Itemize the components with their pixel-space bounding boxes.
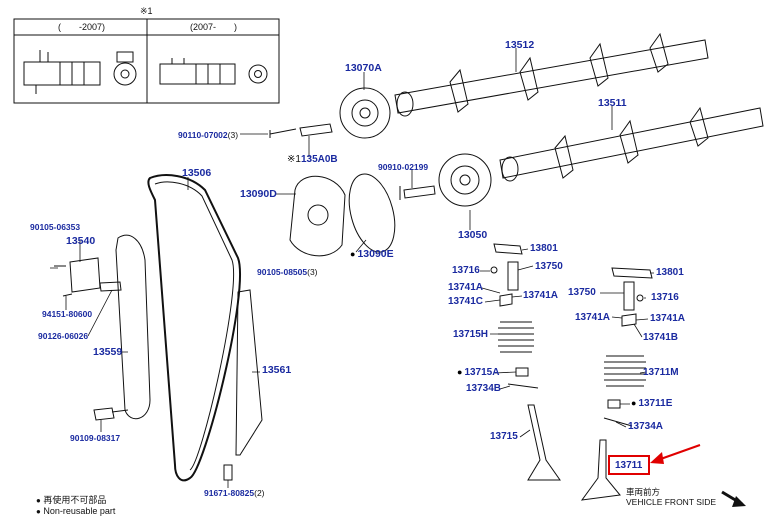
part-13711e[interactable]: 13711E: [631, 399, 672, 409]
direction-en: VEHICLE FRONT SIDE: [626, 497, 717, 507]
part-90126-06026[interactable]: 90126-06026: [38, 331, 89, 341]
part-13750-right[interactable]: 13750: [568, 287, 596, 298]
inset-detail-box: [13, 18, 280, 104]
part-90910-02199[interactable]: 90910-02199: [378, 162, 429, 172]
camshaft-timing-gear-13050-drawing: [438, 153, 492, 207]
part-13540[interactable]: 13540: [66, 235, 96, 247]
part-13715h[interactable]: 13715H: [453, 329, 489, 340]
part-13741a-left-2[interactable]: 13741A: [523, 290, 559, 301]
inset-old-shaft-drawing: [23, 50, 137, 94]
part-13734b[interactable]: 13734B: [466, 383, 502, 394]
part-90105-08505[interactable]: 90105-08505(3): [257, 268, 318, 277]
leader-lines: [50, 48, 654, 488]
valve-train-left-drawing: [490, 243, 561, 481]
part-13716-right[interactable]: 13716: [651, 292, 679, 303]
part-13715[interactable]: 13715: [490, 431, 518, 442]
gasket-13090e-drawing: [348, 173, 396, 253]
legend-jp: ● 再使用不可部品: [36, 495, 107, 505]
part-13741c[interactable]: 13741C: [448, 296, 484, 307]
part-13715a[interactable]: 13715A: [457, 368, 499, 378]
timing-chain-13506-drawing: [147, 174, 241, 482]
part-90105-08505-qty: (3): [307, 267, 318, 277]
chain-damper-13561-drawing: [235, 289, 263, 456]
part-13741a-left-1[interactable]: 13741A: [448, 282, 484, 293]
inset-new-shaft-drawing: [159, 58, 268, 85]
part-135a0b[interactable]: ※1135A0B: [287, 155, 338, 165]
legend-en: ● Non-reusable part: [36, 506, 116, 516]
part-13561[interactable]: 13561: [262, 364, 292, 376]
part-13090e[interactable]: 13090E: [350, 249, 393, 260]
part-13750-left[interactable]: 13750: [535, 261, 563, 272]
part-13559[interactable]: 13559: [93, 346, 123, 358]
part-13070a[interactable]: 13070A: [345, 62, 382, 74]
part-13734a[interactable]: 13734A: [628, 421, 664, 432]
part-90105-08505-number: 90105-08505: [257, 267, 308, 277]
part-13512[interactable]: 13512: [505, 39, 535, 51]
part-13801-right[interactable]: 13801: [656, 267, 684, 278]
part-13050[interactable]: 13050: [458, 229, 488, 241]
part-90105-06353[interactable]: 90105-06353: [30, 222, 81, 232]
inset-col-right: (2007- ): [190, 22, 238, 32]
part-13741a-right-1[interactable]: 13741A: [575, 312, 611, 323]
legend-jp-text: 再使用不可部品: [43, 495, 107, 505]
part-91671-80825[interactable]: 91671-80825(2): [204, 489, 265, 498]
part-13511[interactable]: 13511: [598, 97, 627, 109]
inset-mark: ※1: [140, 6, 153, 16]
bolt-90109-drawing: [93, 407, 129, 421]
part-13711[interactable]: 13711: [615, 460, 643, 471]
part-13741b[interactable]: 13741B: [643, 332, 679, 343]
legend-en-text: Non-reusable part: [43, 506, 116, 516]
part-90110-number: 90110-07002: [178, 130, 228, 140]
vehicle-front-arrow: [721, 490, 746, 507]
camshaft-timing-gear-13070a-drawing: [339, 87, 391, 139]
part-135a0b-mark: ※1: [287, 154, 301, 165]
camshaft-13511-drawing: [499, 106, 764, 182]
chain-cover-13090d-drawing: [289, 175, 346, 257]
chain-tensioner-13540-drawing: [54, 257, 122, 297]
part-13711-highlight-box: [608, 455, 650, 475]
part-13741a-right-2[interactable]: 13741A: [650, 313, 686, 324]
bolt-90910-drawing: [399, 185, 436, 200]
valve-train-right-drawing: [580, 267, 653, 501]
part-13090d[interactable]: 13090D: [240, 188, 277, 200]
part-13711m[interactable]: 13711M: [643, 367, 679, 378]
part-13506[interactable]: 13506: [182, 167, 212, 179]
tensioner-slipper-13559-drawing: [115, 234, 151, 420]
part-91671-number: 91671-80825: [204, 488, 255, 498]
bolt-91671-drawing: [223, 464, 233, 481]
part-90110-07002[interactable]: 90110-07002(3): [178, 131, 238, 140]
camshaft-13512-drawing: [394, 32, 709, 117]
direction-jp: 車両前方: [626, 487, 661, 497]
part-91671-qty: (2): [254, 488, 265, 498]
bolt-90110-drawing: [269, 123, 333, 138]
part-13801-left[interactable]: 13801: [530, 243, 558, 254]
red-pointer-arrow: [650, 444, 701, 464]
part-90110-qty: (3): [227, 130, 239, 140]
inset-col-left: ( -2007): [58, 22, 106, 32]
part-94151-80600[interactable]: 94151-80600: [42, 309, 93, 319]
part-135a0b-number: 135A0B: [300, 154, 338, 165]
part-13716-left[interactable]: 13716: [452, 265, 480, 276]
part-90109-08317[interactable]: 90109-08317: [70, 433, 121, 443]
